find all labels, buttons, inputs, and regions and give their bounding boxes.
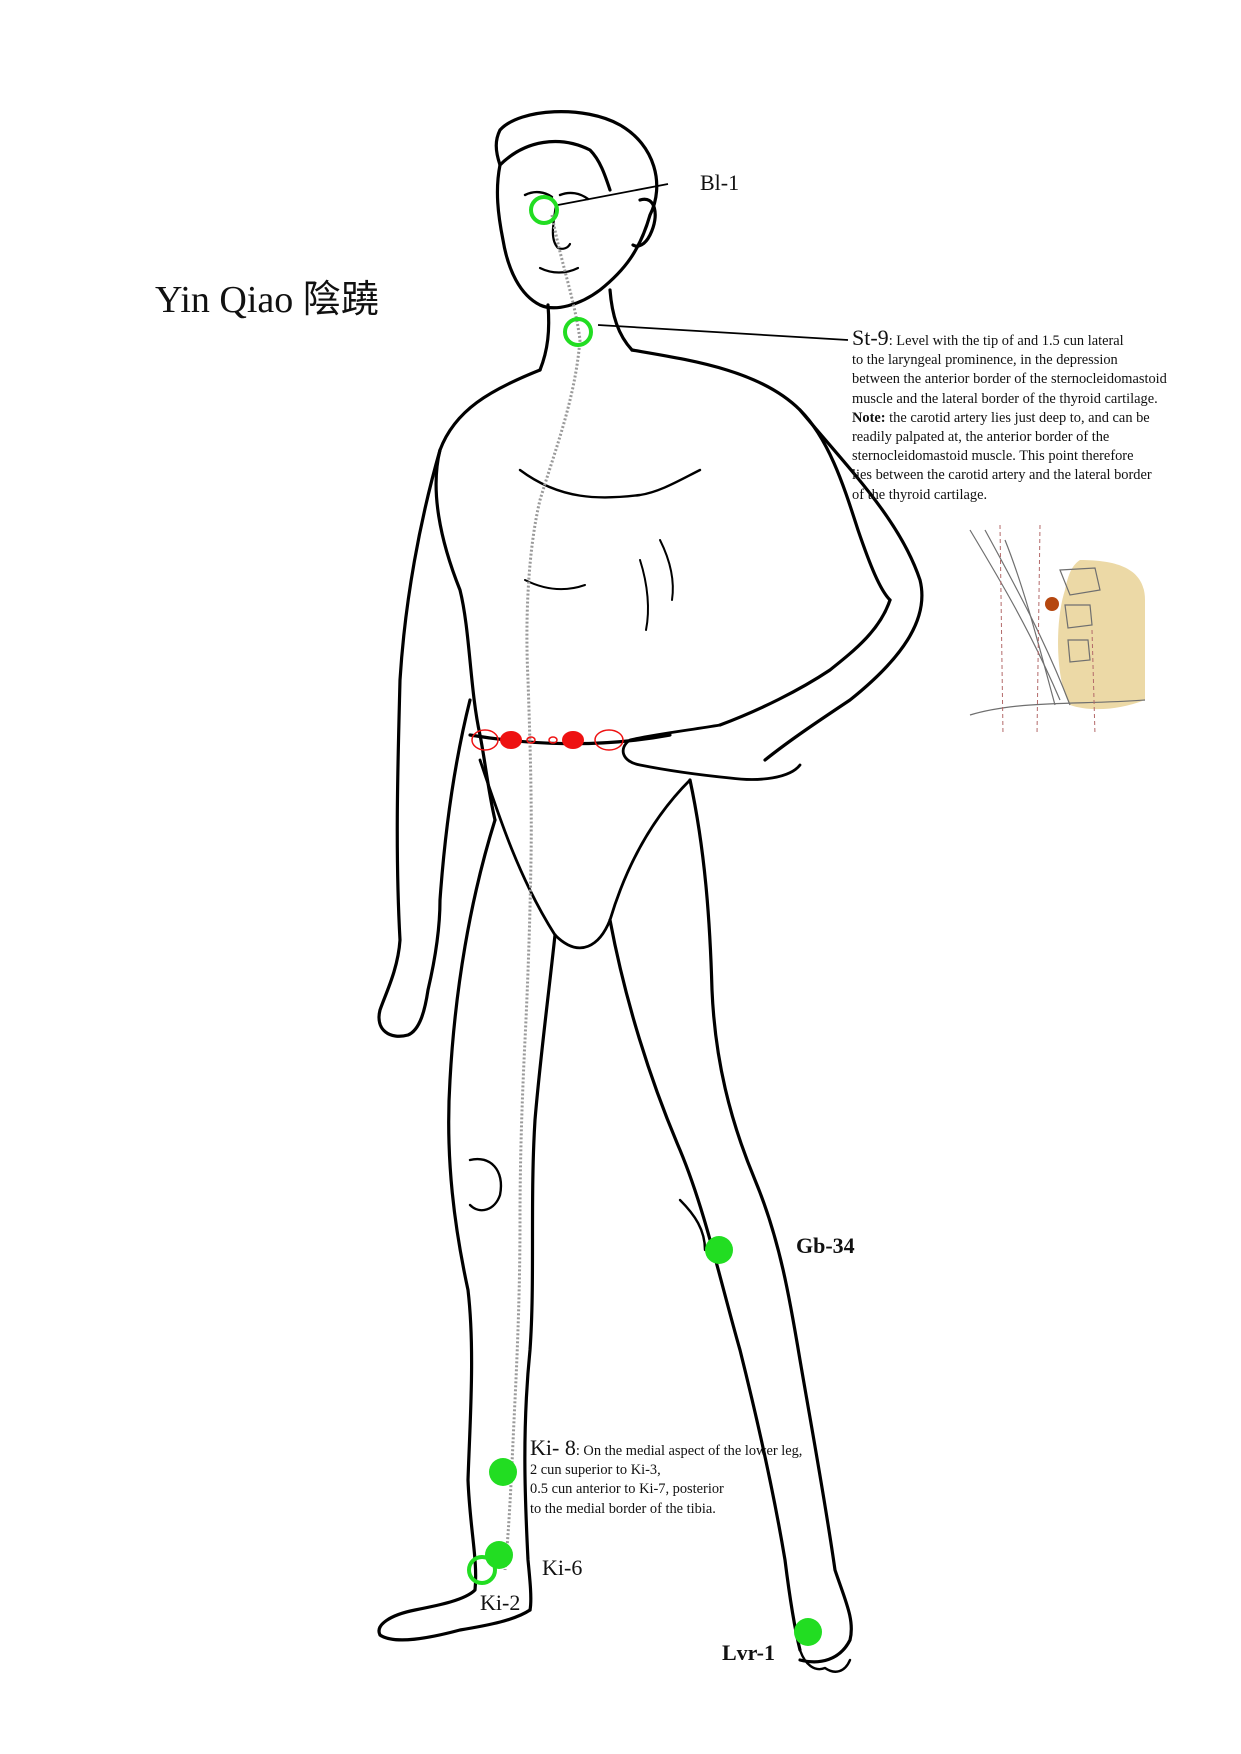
inset-st9-marker <box>1045 597 1059 611</box>
brief-outline <box>478 758 692 950</box>
st9-line-1: : Level with the tip of and 1.5 cun late… <box>888 333 1124 349</box>
st9-note-line-2: readily palpated at, the anterior border… <box>852 429 1110 446</box>
st9-line-3: between the anterior border of the stern… <box>852 371 1167 388</box>
ki6-point <box>485 1541 513 1569</box>
brow-left <box>523 190 554 199</box>
st9-note-line-5: of the thyroid cartilage. <box>852 486 988 503</box>
inset-guide-1 <box>999 524 1004 736</box>
bl1-label: Bl-1 <box>700 170 740 195</box>
channel-pathway <box>503 214 582 1571</box>
st9-leader-line <box>597 324 849 341</box>
ear <box>631 197 657 248</box>
neck-left <box>538 303 551 372</box>
waist-point-ring-1 <box>471 729 499 751</box>
st9-note-line-1: the carotid artery lies just deep to, an… <box>885 409 1150 426</box>
right-foot-toes <box>798 1648 852 1673</box>
bl1-leader-line <box>557 183 669 206</box>
waist-point-filled-2 <box>562 731 584 749</box>
st9-heading: St-9 <box>852 325 889 350</box>
lvr1-point <box>794 1618 822 1646</box>
st9-line-2: to the laryngeal prominence, in the depr… <box>852 352 1118 369</box>
ki8-line-2: 2 cun superior to Ki-3, <box>530 1462 661 1479</box>
brow-right <box>558 191 590 201</box>
waist-point-ring-4 <box>594 729 624 751</box>
inset-vertebra <box>1059 567 1101 663</box>
inset-cartilage <box>1058 560 1145 710</box>
inset-muscle-3 <box>1004 539 1056 706</box>
ki8-line-4: to the medial border of the tibia. <box>530 1500 716 1517</box>
ribs <box>639 539 674 631</box>
ki8-point <box>489 1458 517 1486</box>
st9-point <box>563 317 593 347</box>
page-title: Yin Qiao 陰蹺 <box>155 279 379 321</box>
waist-point-filled-1 <box>500 731 522 749</box>
st9-description: St-9: Level with the tip of and 1.5 cun … <box>852 325 1167 505</box>
left-leg-outer <box>377 818 532 1642</box>
ki8-heading: Ki- 8 <box>530 1435 576 1460</box>
left-knee <box>468 1157 503 1212</box>
ki2-point <box>467 1555 497 1585</box>
ki8-line-1: : On the medial aspect of the lower leg, <box>575 1443 803 1459</box>
mouth <box>538 266 580 274</box>
inset-lower-curve <box>969 699 1146 716</box>
left-leg-inner <box>523 933 557 1612</box>
st9-note-line-4: lies between the carotid artery and the … <box>852 467 1152 484</box>
right-arm <box>718 408 924 762</box>
inset-guide-3 <box>1091 629 1096 736</box>
ki2-label: Ki-2 <box>480 1590 521 1615</box>
ki6-label: Ki-6 <box>542 1555 583 1580</box>
right-knee <box>678 1198 707 1252</box>
st9-line-4: muscle and the lateral border of the thy… <box>852 390 1158 407</box>
bl1-point <box>529 195 559 225</box>
inset-guide-2 <box>1036 524 1041 736</box>
right-leg-inner <box>608 918 802 1652</box>
inset-muscle-2 <box>984 529 1071 706</box>
hair-line <box>498 139 612 192</box>
torso-right <box>630 348 892 602</box>
gb34-point <box>705 1236 733 1264</box>
waist-point-ring-3 <box>548 736 558 744</box>
torso-left <box>434 368 542 822</box>
abdomen <box>524 579 586 591</box>
gb34-label: Gb-34 <box>796 1233 855 1258</box>
inset-muscle-1 <box>969 529 1061 701</box>
waist-points <box>471 729 624 751</box>
chest-line <box>518 468 702 499</box>
ki8-line-3: 0.5 cun anterior to Ki-7, posterior <box>530 1481 724 1498</box>
right-hand <box>621 723 802 781</box>
st9-anatomy-inset <box>969 524 1146 736</box>
head-outline <box>494 110 659 310</box>
neck-right <box>608 288 634 352</box>
left-arm <box>377 448 472 1038</box>
st9-note-label: Note: <box>852 409 886 426</box>
right-leg-outer <box>688 778 853 1664</box>
waist-point-ring-2 <box>526 736 536 744</box>
st9-note-line-3: sternocleidomastoid muscle. This point t… <box>852 448 1134 465</box>
ki8-description: Ki- 8: On the medial aspect of the lower… <box>530 1435 803 1519</box>
lvr1-label: Lvr-1 <box>722 1640 775 1665</box>
